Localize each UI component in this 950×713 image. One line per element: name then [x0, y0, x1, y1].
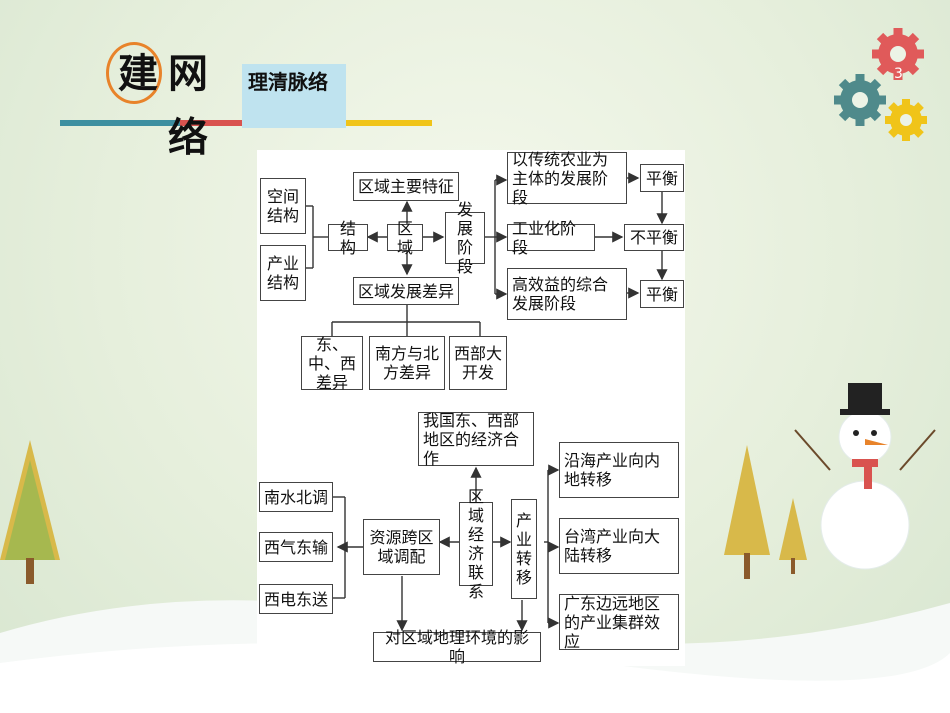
- snowman-icon: [794, 383, 936, 570]
- title-char-2: 网: [168, 51, 208, 97]
- balance-box-2: 平衡: [640, 280, 684, 308]
- west-gas-box: 西气东输: [259, 532, 333, 562]
- taiwan-box: 台湾产业向大陆转移: [559, 518, 679, 574]
- tree-icon: [0, 440, 60, 584]
- cooperation-box: 我国东、西部地区的经济合作: [418, 411, 534, 468]
- diff2-box: 南方与北方差异: [369, 336, 445, 390]
- dev-diff-box: 区域发展差异: [353, 277, 459, 305]
- industrial-structure-box: 产业结构: [260, 245, 306, 301]
- concept-map-connectors: [306, 172, 668, 632]
- diff3-box: 西部大开发: [449, 336, 507, 390]
- tree-icon: [724, 445, 770, 579]
- guangdong-box: 广东边远地区的产业集群效应: [559, 594, 679, 651]
- title-char-3: 络: [168, 115, 208, 161]
- header-bar-teal: [60, 120, 180, 126]
- title-circle: [106, 42, 162, 104]
- header-bar-red: [180, 120, 242, 126]
- title-char-1: 建: [118, 51, 158, 97]
- coastal-box: 沿海产业向内地转移: [559, 442, 679, 498]
- dev-stage-box: 发展阶段: [445, 200, 485, 276]
- subtitle: 理清脉络: [242, 64, 346, 128]
- spatial-structure-box: 空间结构: [260, 178, 306, 234]
- page-number: 3: [894, 66, 903, 82]
- resource-transfer-box: 资源跨区域调配: [363, 519, 440, 575]
- diff1-box: 东、中、西差异: [301, 335, 363, 392]
- concept-map: 区域主要特征 空间结构 产业结构 结构 区域 发展阶段 以传统农业为主体的发展阶…: [257, 150, 685, 666]
- header-bar-yellow: [346, 120, 432, 126]
- region-box: 区域: [387, 219, 423, 257]
- stage1-box: 以传统农业为主体的发展阶段: [507, 150, 627, 207]
- section-title: 建 网 络: [118, 48, 208, 161]
- balance-box-1: 平衡: [640, 164, 684, 192]
- south-north-box: 南水北调: [259, 482, 333, 512]
- gear-icon: [834, 28, 927, 141]
- stage2-box: 工业化阶段: [507, 219, 595, 257]
- economic-link-box: 区域经济联系: [459, 487, 493, 601]
- tree-icon: [779, 498, 807, 574]
- stage3-box: 高效益的综合发展阶段: [507, 268, 627, 320]
- main-features-box: 区域主要特征: [353, 172, 459, 201]
- industry-transfer-box: 产业转移: [511, 499, 537, 599]
- impact-box: 对区域地理环境的影响: [373, 628, 541, 666]
- west-power-box: 西电东送: [259, 584, 333, 614]
- structure-box: 结构: [328, 219, 368, 257]
- imbalance-box: 不平衡: [624, 224, 684, 251]
